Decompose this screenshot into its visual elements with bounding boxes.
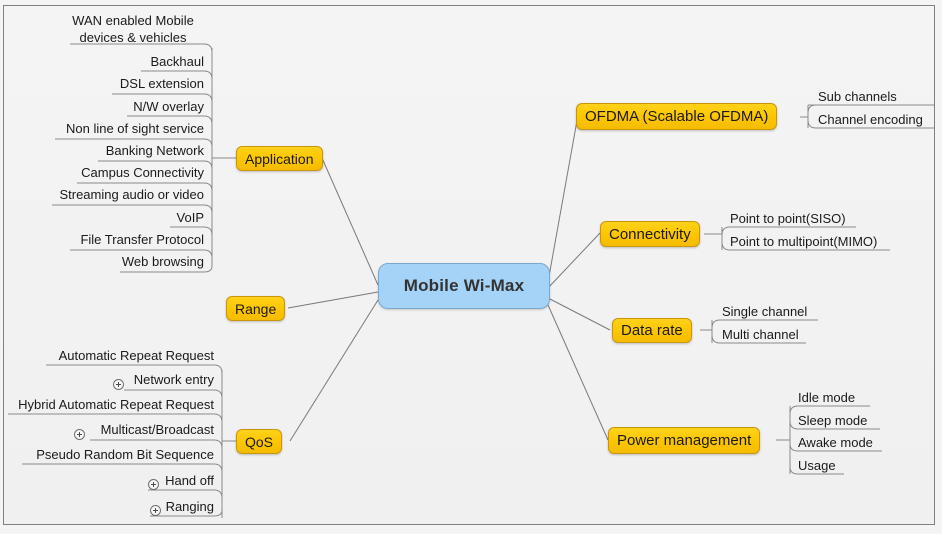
- leaf-application-2[interactable]: DSL extension: [119, 76, 204, 91]
- leaf-ofdma-1[interactable]: Channel encoding: [818, 112, 923, 127]
- leaf-qos-1[interactable]: Network entry: [133, 372, 214, 387]
- leaf-datarate-0[interactable]: Single channel: [722, 304, 808, 319]
- expander-plus-icon-hand-off[interactable]: [148, 479, 159, 490]
- branch-node-range[interactable]: Range: [226, 296, 286, 321]
- branch-node-power[interactable]: Power management: [608, 427, 761, 454]
- branch-node-application[interactable]: Application: [236, 146, 323, 171]
- expander-plus-icon-ranging[interactable]: [150, 505, 161, 516]
- leaf-power-0[interactable]: Idle mode: [798, 390, 856, 405]
- leaf-qos-5[interactable]: Hand off: [165, 473, 214, 488]
- branch-node-ofdma[interactable]: OFDMA (Scalable OFDMA): [576, 103, 778, 130]
- leaf-power-3[interactable]: Usage: [798, 458, 836, 473]
- branch-node-datarate[interactable]: Data rate: [612, 318, 692, 343]
- leaf-application-7[interactable]: Streaming audio or video: [59, 187, 204, 202]
- leaf-application-8[interactable]: VoIP: [176, 210, 204, 225]
- leaf-application-0[interactable]: WAN enabled Mobile devices & vehicles: [72, 13, 194, 45]
- leaf-application-6[interactable]: Campus Connectivity: [81, 165, 204, 180]
- leaf-qos-3[interactable]: Multicast/Broadcast: [100, 422, 214, 437]
- center-node[interactable]: Mobile Wi-Max: [378, 263, 550, 309]
- leaf-application-4[interactable]: Non line of sight service: [65, 121, 204, 136]
- leaf-application-5[interactable]: Banking Network: [105, 143, 204, 158]
- expander-plus-icon-multicast-broadcast[interactable]: [74, 429, 85, 440]
- leaf-connectivity-1[interactable]: Point to multipoint(MIMO): [730, 234, 878, 249]
- branch-node-qos[interactable]: QoS: [236, 429, 283, 454]
- leaf-qos-4[interactable]: Pseudo Random Bit Sequence: [36, 447, 214, 462]
- leaf-power-2[interactable]: Awake mode: [798, 435, 873, 450]
- leaf-qos-0[interactable]: Automatic Repeat Request: [58, 348, 214, 363]
- expander-plus-icon-network-entry[interactable]: [113, 379, 124, 390]
- leaf-ofdma-0[interactable]: Sub channels: [818, 89, 897, 104]
- leaf-connectivity-0[interactable]: Point to point(SISO): [730, 211, 846, 226]
- leaf-datarate-1[interactable]: Multi channel: [722, 327, 799, 342]
- leaf-application-3[interactable]: N/W overlay: [133, 99, 204, 114]
- leaf-application-10[interactable]: Web browsing: [121, 254, 204, 269]
- leaf-qos-6[interactable]: Ranging: [165, 499, 214, 514]
- leaf-power-1[interactable]: Sleep mode: [798, 413, 868, 428]
- branch-node-connectivity[interactable]: Connectivity: [600, 221, 700, 247]
- leaf-qos-2[interactable]: Hybrid Automatic Repeat Request: [18, 397, 214, 412]
- leaf-application-9[interactable]: File Transfer Protocol: [80, 232, 204, 247]
- leaf-application-1[interactable]: Backhaul: [150, 54, 204, 69]
